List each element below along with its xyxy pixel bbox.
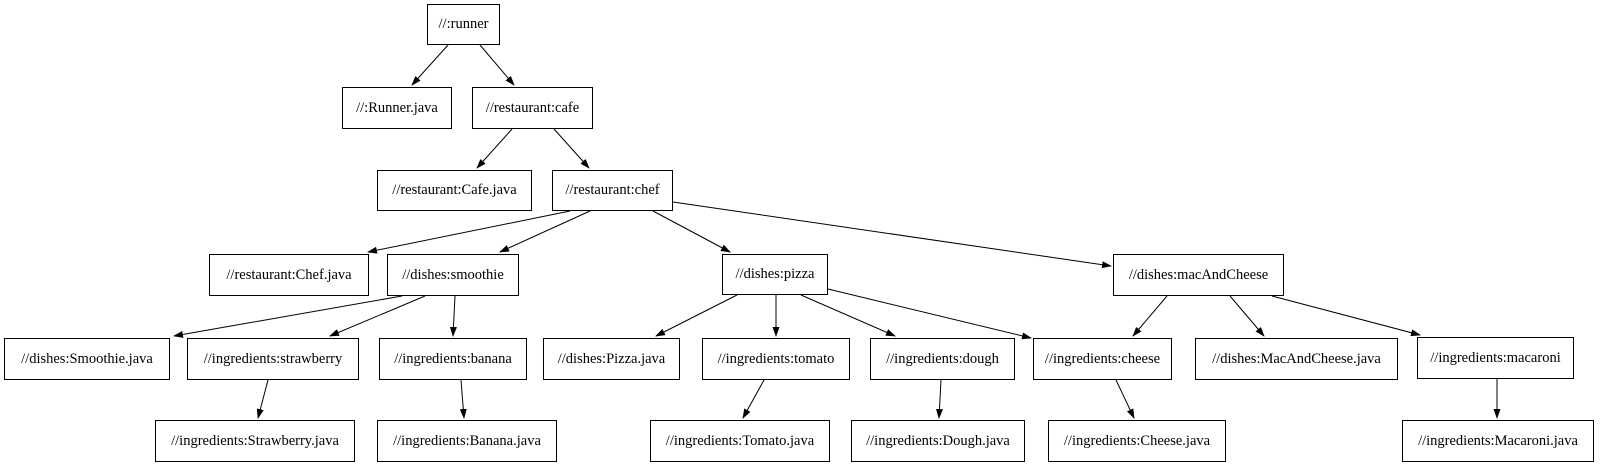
edge-chef-to-smoothie: [499, 210, 591, 253]
node-label-runner_java: //:Runner.java: [356, 99, 438, 116]
node-banana: //ingredients:banana: [379, 338, 527, 380]
node-label-cheese_java: //ingredients:Cheese.java: [1063, 432, 1211, 449]
node-macaroni: //ingredients:macaroni: [1417, 337, 1574, 379]
node-label-smoothie: //dishes:smoothie: [402, 266, 504, 283]
node-smoothie_java: //dishes:Smoothie.java: [4, 338, 170, 380]
node-mac_and_cheese_java: //dishes:MacAndCheese.java: [1195, 338, 1398, 380]
edge-mac_and_cheese-to-mac_and_cheese_java: [1229, 295, 1265, 337]
node-label-strawberry: //ingredients:strawberry: [203, 350, 343, 367]
node-label-dough: //ingredients:dough: [886, 350, 999, 367]
node-label-mac_and_cheese: //dishes:macAndCheese: [1128, 266, 1269, 283]
node-pizza: //dishes:pizza: [722, 254, 828, 295]
edge-banana-to-banana_java: [459, 379, 467, 419]
edge-pizza-to-dough: [800, 294, 896, 337]
node-tomato_java: //ingredients:Tomato.java: [650, 420, 830, 462]
node-label-strawberry_java: //ingredients:Strawberry.java: [171, 432, 339, 449]
edge-runner-to-cafe: [479, 44, 515, 86]
edge-strawberry-to-strawberry_java: [256, 379, 269, 419]
edge-chef-to-pizza: [652, 210, 731, 253]
edge-pizza-to-pizza_java: [655, 294, 738, 337]
edge-smoothie-to-strawberry: [329, 295, 426, 337]
node-runner: //:runner: [427, 4, 500, 45]
node-label-runner: //:runner: [438, 16, 489, 32]
node-cafe_java: //restaurant:Cafe.java: [377, 170, 532, 211]
edge-runner-to-runner_java: [411, 44, 449, 86]
node-label-banana: //ingredients:banana: [394, 350, 512, 367]
node-label-pizza: //dishes:pizza: [735, 266, 815, 282]
edge-cheese-to-cheese_java: [1115, 379, 1135, 419]
node-dough_java: //ingredients:Dough.java: [851, 420, 1025, 462]
edge-smoothie-to-smoothie_java: [173, 295, 403, 338]
node-label-macaroni_java: //ingredients:Macaroni.java: [1418, 432, 1578, 449]
node-label-chef: //restaurant:chef: [565, 182, 660, 198]
node-pizza_java: //dishes:Pizza.java: [543, 338, 680, 380]
node-label-smoothie_java: //dishes:Smoothie.java: [21, 350, 153, 367]
node-label-cafe: //restaurant:cafe: [485, 99, 580, 116]
node-cheese: //ingredients:cheese: [1033, 338, 1172, 380]
edge-pizza-to-cheese: [827, 288, 1032, 340]
edge-cafe-to-chef: [553, 128, 590, 169]
node-label-banana_java: //ingredients:Banana.java: [393, 432, 541, 449]
edge-mac_and_cheese-to-cheese: [1132, 295, 1168, 337]
node-label-macaroni: //ingredients:macaroni: [1430, 349, 1561, 366]
node-cafe: //restaurant:cafe: [472, 87, 593, 129]
node-label-pizza_java: //dishes:Pizza.java: [557, 350, 666, 367]
node-label-tomato_java: //ingredients:Tomato.java: [665, 432, 815, 449]
node-label-cheese: //ingredients:cheese: [1044, 350, 1161, 367]
edge-dough-to-dough_java: [935, 379, 943, 419]
node-cheese_java: //ingredients:Cheese.java: [1048, 420, 1226, 462]
edge-mac_and_cheese-to-macaroni: [1271, 295, 1421, 337]
node-label-mac_and_cheese_java: //dishes:MacAndCheese.java: [1212, 350, 1381, 367]
node-runner_java: //:Runner.java: [342, 87, 452, 129]
node-label-chef_java: //restaurant:Chef.java: [226, 266, 352, 283]
node-tomato: //ingredients:tomato: [702, 338, 850, 380]
edge-smoothie-to-banana: [449, 295, 457, 337]
edge-chef-to-mac_and_cheese: [672, 201, 1112, 269]
edge-chef-to-chef_java: [367, 210, 571, 254]
node-banana_java: //ingredients:Banana.java: [377, 420, 557, 462]
edge-tomato-to-tomato_java: [742, 379, 765, 419]
node-smoothie: //dishes:smoothie: [387, 254, 519, 296]
node-label-tomato: //ingredients:tomato: [717, 350, 835, 367]
node-strawberry_java: //ingredients:Strawberry.java: [155, 420, 355, 462]
node-strawberry: //ingredients:strawberry: [187, 338, 359, 380]
node-macaroni_java: //ingredients:Macaroni.java: [1402, 420, 1594, 462]
node-label-cafe_java: //restaurant:Cafe.java: [392, 182, 517, 198]
node-dough: //ingredients:dough: [870, 338, 1015, 380]
node-label-dough_java: //ingredients:Dough.java: [866, 432, 1010, 449]
node-chef: //restaurant:chef: [552, 170, 673, 211]
node-chef_java: //restaurant:Chef.java: [209, 254, 369, 296]
node-mac_and_cheese: //dishes:macAndCheese: [1113, 254, 1284, 296]
edge-cafe-to-cafe_java: [476, 128, 513, 169]
